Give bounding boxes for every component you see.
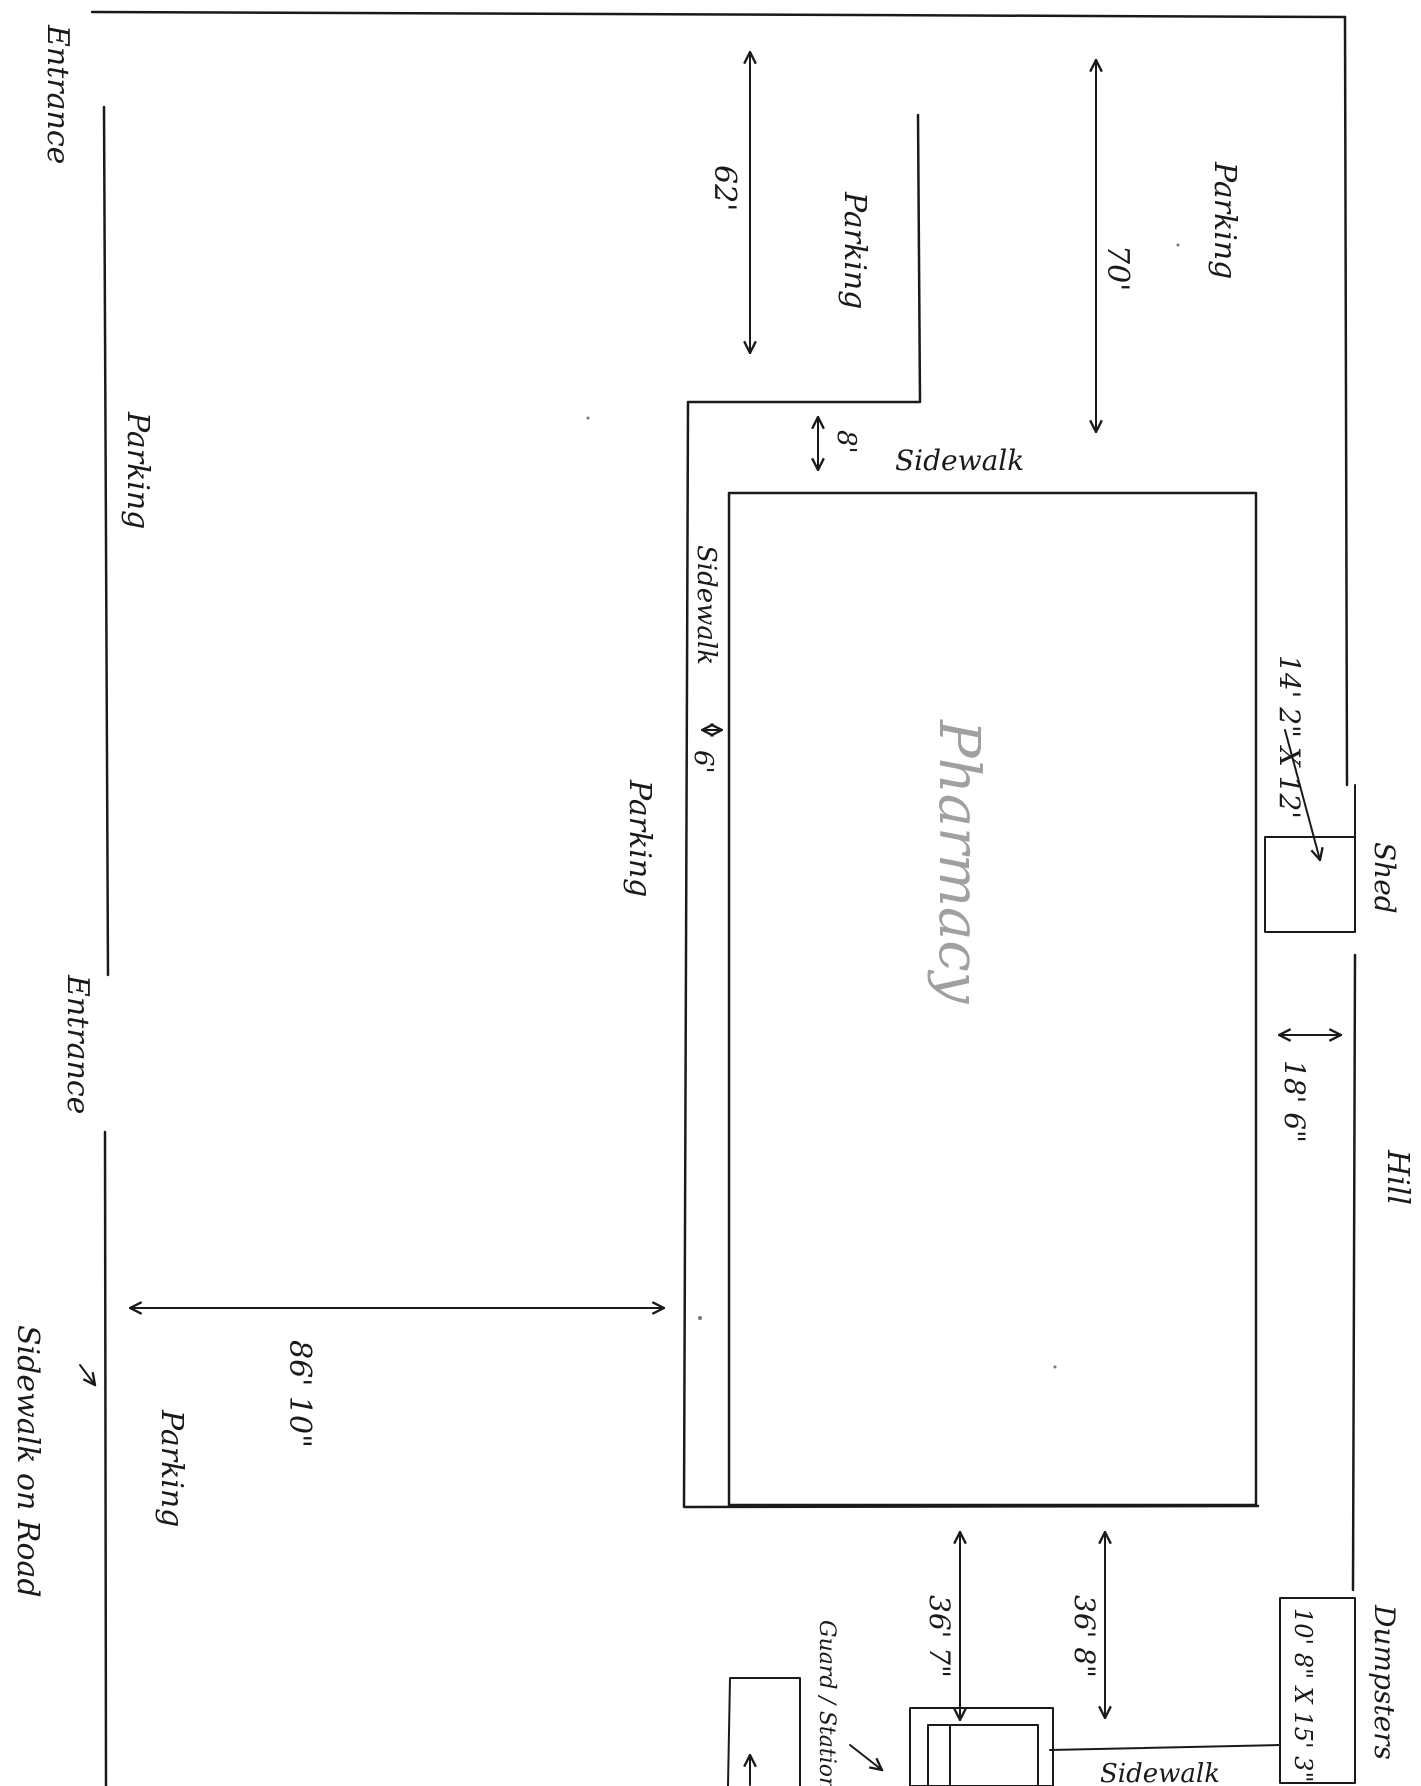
dim-label-10-8-x-15-3: 10' 8" X 15' 3" [1289, 1608, 1317, 1783]
property-right-lower-boundary [1351, 953, 1357, 1592]
dim-label-8: 8' [831, 430, 861, 454]
label-sidewalk-top: Sidewalk [895, 444, 1024, 477]
dim-label-14-2-x-12: 14' 2" X 12' [1273, 655, 1306, 819]
dim-label-36-7: 36' 7" [923, 1595, 956, 1678]
dim-label-6: 6' [688, 750, 718, 774]
property-left-upper-boundary [102, 105, 110, 977]
label-sidewalk-bottom: Sidewalk [1100, 1759, 1220, 1786]
label-parking-left: Parking [120, 411, 155, 529]
building-outer-outline [682, 113, 1260, 1509]
label-pharmacy: Pharmacy [926, 719, 991, 1005]
label-entrance-top: Entrance [40, 24, 75, 164]
label-parking-top-right: Parking [1207, 161, 1242, 279]
label-dumpsters: Dumpsters [1368, 1604, 1401, 1760]
label-parking-mid: Parking [622, 779, 657, 897]
label-hill: Hill [1380, 1149, 1415, 1205]
label-sidewalk-side: Sidewalk [691, 545, 721, 665]
guard-station-outer [909, 1707, 1054, 1786]
dim-label-70: 70' [1100, 245, 1135, 291]
pencil-dot [586, 416, 590, 420]
pencil-dot [698, 1316, 702, 1320]
pencil-dot [1176, 243, 1180, 247]
label-guard-station: Guard / Station [814, 1620, 839, 1786]
property-top-boundary [90, 10, 1347, 19]
shed-pointer-arrow [1284, 729, 1320, 860]
label-sidewalk-on-road: Sidewalk on Road [10, 1325, 45, 1598]
property-right-upper-boundary [1343, 15, 1349, 787]
sidewalk-pointer-arrow [79, 1364, 95, 1385]
guard-station-inner [927, 1724, 1039, 1786]
property-left-lower-boundary [103, 1130, 108, 1786]
dumpster-box [1279, 1597, 1356, 1784]
guard-pointer-arrow [849, 1744, 882, 1770]
bottom-left-box [727, 1677, 801, 1786]
shed-box [1264, 836, 1356, 933]
dim-label-86-10: 86' 10" [282, 1340, 317, 1448]
label-entrance-mid: Entrance [60, 974, 95, 1114]
dim-label-62: 62' [707, 165, 742, 211]
dim-label-18-6: 18' 6" [1278, 1060, 1311, 1143]
label-parking-bottom-left: Parking [154, 1409, 189, 1527]
label-parking-top-inner: Parking [837, 191, 872, 309]
dim-label-36-8: 36' 8" [1068, 1595, 1101, 1678]
pharmacy-building [727, 491, 1258, 1507]
pencil-dot [1053, 1365, 1057, 1369]
label-shed: Shed [1368, 842, 1401, 914]
dumpster-connector [1049, 1744, 1281, 1751]
